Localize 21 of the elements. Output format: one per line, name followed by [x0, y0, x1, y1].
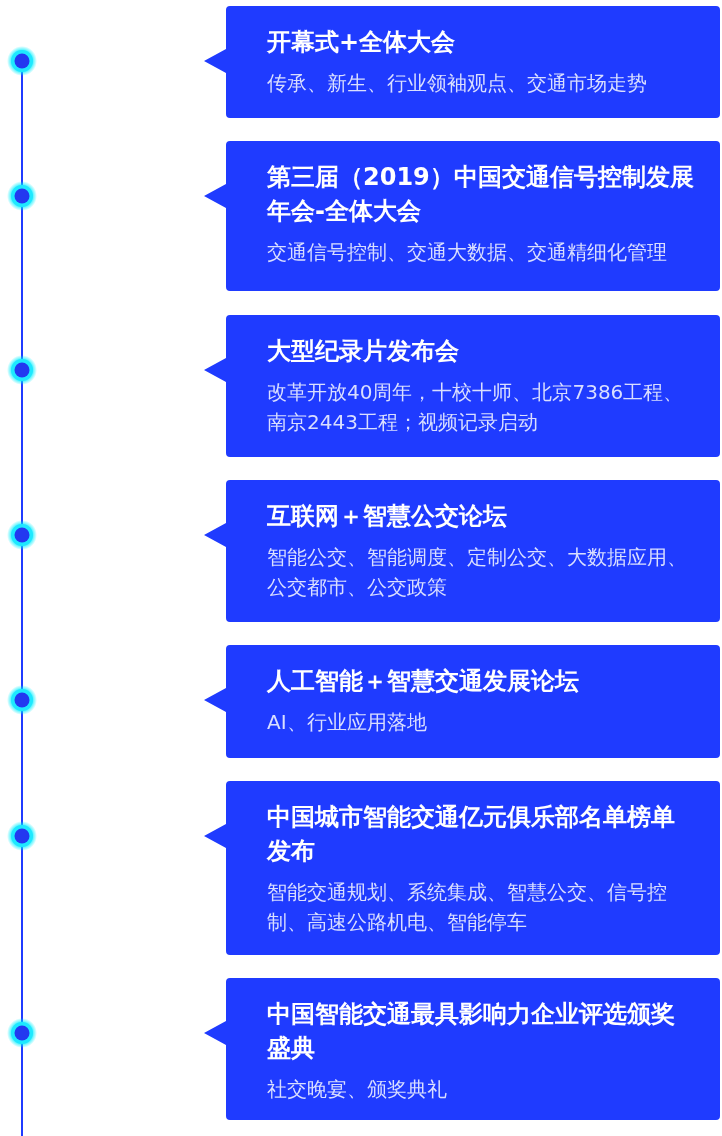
event-title: 中国智能交通最具影响力企业评选颁奖盛典 [267, 999, 676, 1064]
speech-bubble-card [204, 978, 720, 1120]
event-description: 社交晚宴、颁奖典礼 [267, 1076, 448, 1103]
speech-bubble-card [204, 315, 720, 457]
speech-bubble-card [204, 645, 720, 758]
event-description: 改革开放40周年，十校十师、北京7386工程、南京2443工程；视频记录启动 [267, 379, 685, 436]
event-title: 中国城市智能交通亿元俱乐部名单榜单发布 [267, 802, 676, 867]
event-title: 大型纪录片发布会 [267, 336, 460, 367]
event-title: 开幕式+全体大会 [267, 27, 457, 58]
event-description: 传承、新生、行业领袖观点、交通市场走势 [267, 70, 648, 97]
event-description: 交通信号控制、交通大数据、交通精细化管理 [267, 239, 668, 266]
speech-bubble-card [204, 6, 720, 118]
event-title: 第三届（2019）中国交通信号控制发展年会-全体大会 [267, 162, 695, 227]
speech-bubble-card [204, 480, 720, 622]
speech-bubble-card [204, 781, 720, 955]
event-description: 智能交通规划、系统集成、智慧公交、信号控制、高速公路机电、智能停车 [267, 879, 668, 936]
event-title: 互联网＋智慧公交论坛 [267, 501, 508, 532]
event-description: AI、行业应用落地 [267, 709, 428, 736]
event-description: 智能公交、智能调度、定制公交、大数据应用、公交都市、公交政策 [267, 544, 688, 601]
speech-bubble-card [204, 141, 720, 291]
event-title: 人工智能＋智慧交通发展论坛 [267, 666, 580, 697]
